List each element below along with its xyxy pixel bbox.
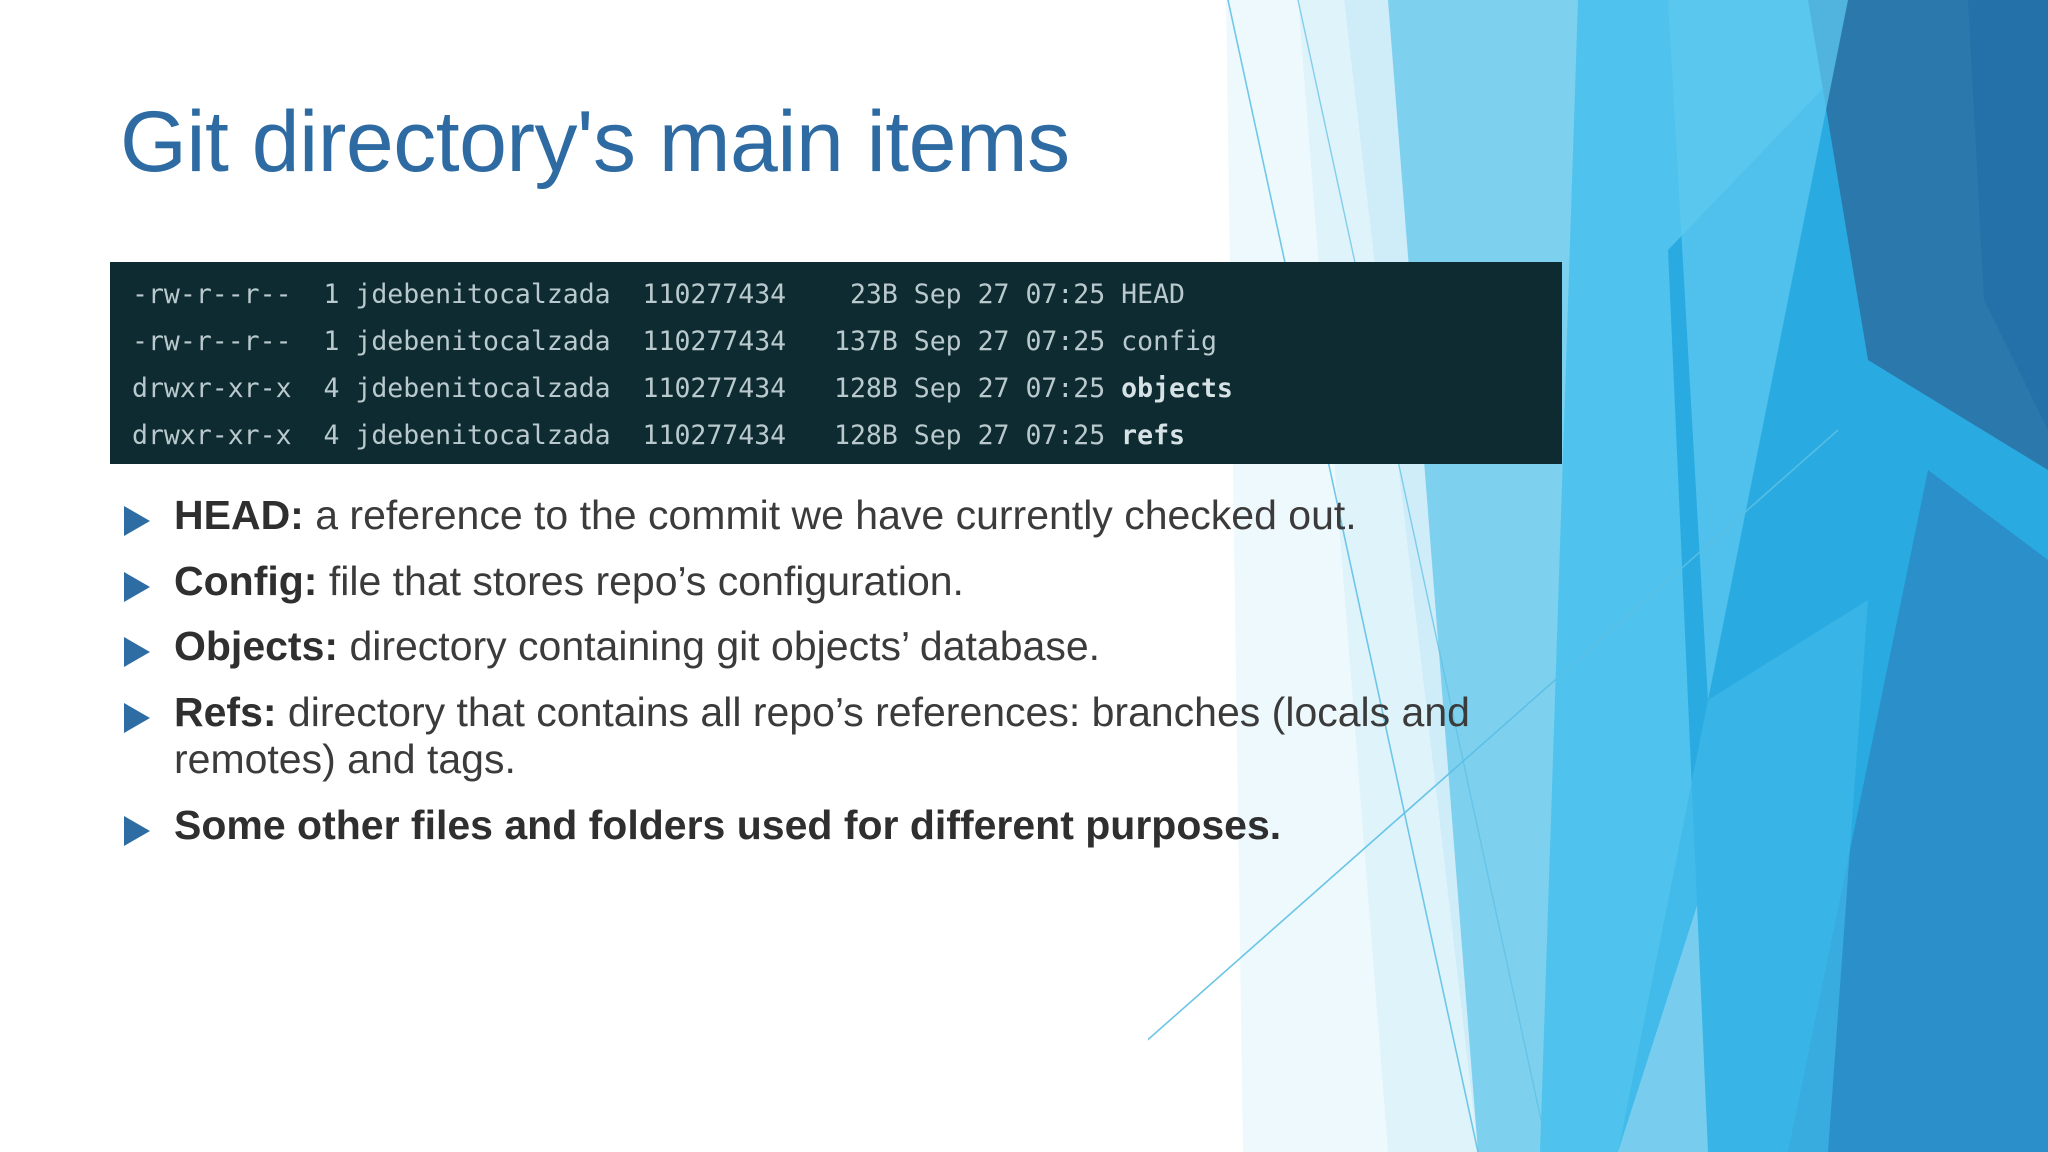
terminal-entry-name: refs: [1121, 420, 1185, 451]
terminal-row-meta: -rw-r--r-- 1 jdebenitocalzada 110277434 …: [132, 326, 1122, 357]
terminal-row: -rw-r--r-- 1 jdebenitocalzada 110277434 …: [132, 318, 1562, 365]
shard-mid-blue: [1788, 470, 2048, 1152]
terminal-row: drwxr-xr-x 4 jdebenitocalzada 110277434 …: [132, 412, 1562, 459]
terminal-entry-name: objects: [1121, 373, 1233, 404]
shard-steel-blue: [1808, 0, 2048, 470]
terminal-entry-name: HEAD: [1121, 279, 1185, 310]
shard-sky-overlay: [1618, 600, 1868, 1152]
list-item: Objects: directory containing git object…: [124, 623, 1554, 671]
terminal-row-meta: -rw-r--r-- 1 jdebenitocalzada 110277434 …: [132, 279, 1122, 310]
list-item-term: Objects:: [174, 623, 339, 670]
list-item-description: directory containing git objects’ databa…: [338, 623, 1101, 670]
terminal-row: -rw-r--r-- 1 jdebenitocalzada 110277434 …: [132, 271, 1562, 318]
terminal-screenshot: drwxr-xr-x -rw-r--r-- 1 jdebenitocalzada…: [110, 262, 1562, 464]
triangle-right-icon: [124, 571, 150, 602]
list-item-text: Some other files and folders used for di…: [174, 802, 1554, 850]
list-item-description: directory that contains all repo’s refer…: [174, 688, 1470, 783]
list-item: Refs: directory that contains all repo’s…: [124, 689, 1554, 784]
list-item: HEAD: a reference to the commit we have …: [124, 492, 1554, 540]
list-item-description: Some other files and folders used for di…: [174, 801, 1282, 848]
list-item-text: Objects: directory containing git object…: [174, 623, 1554, 671]
triangle-right-icon: [124, 702, 150, 733]
terminal-entry-name: config: [1121, 326, 1217, 357]
triangle-right-icon: [124, 815, 150, 846]
list-item: Some other files and folders used for di…: [124, 802, 1554, 850]
terminal-row-meta: drwxr-xr-x 4 jdebenitocalzada 110277434 …: [132, 373, 1122, 404]
triangle-right-icon: [124, 506, 150, 536]
shard-cyan: [1540, 0, 1848, 1152]
terminal-clipped-line: drwxr-xr-x: [132, 264, 1562, 272]
list-item-term: HEAD:: [174, 492, 304, 538]
list-item-description: a reference to the commit we have curren…: [303, 492, 1357, 538]
list-item-text: HEAD: a reference to the commit we have …: [174, 492, 1554, 540]
slide-title: Git directory's main items: [120, 94, 1070, 190]
terminal-row: drwxr-xr-x 4 jdebenitocalzada 110277434 …: [132, 365, 1562, 412]
triangle-right-icon: [124, 637, 150, 668]
bullet-list: HEAD: a reference to the commit we have …: [124, 492, 1554, 867]
terminal-row-meta: drwxr-xr-x 4 jdebenitocalzada 110277434 …: [132, 420, 1122, 451]
list-item-term: Config:: [174, 557, 318, 604]
list-item-text: Refs: directory that contains all repo’s…: [174, 689, 1554, 784]
list-item-term: Refs:: [174, 688, 277, 735]
shard-cyan-overlay: [1668, 0, 1848, 700]
terminal-listing: -rw-r--r-- 1 jdebenitocalzada 110277434 …: [132, 271, 1562, 459]
list-item-text: Config: file that stores repo’s configur…: [174, 558, 1554, 606]
list-item-description: file that stores repo’s configuration.: [317, 557, 964, 604]
list-item: Config: file that stores repo’s configur…: [124, 558, 1554, 606]
shard-bright-blue: [1668, 0, 2048, 1152]
shard-deep-blue: [1968, 0, 2048, 430]
